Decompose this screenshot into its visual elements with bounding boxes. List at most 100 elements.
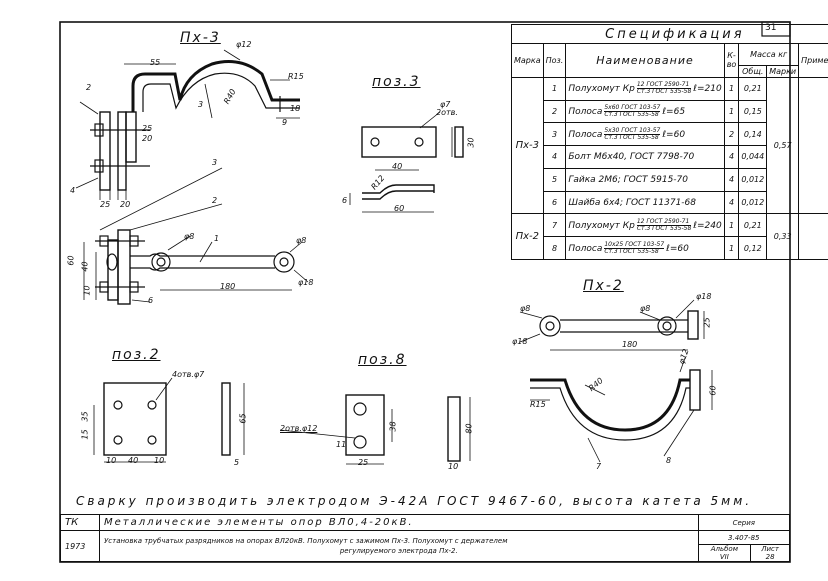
spec-qty: 4 [723, 167, 740, 192]
spec-pos: 8 [542, 236, 567, 260]
spec-name-sub-top: 12 ГОСТ 2590-71 [636, 81, 692, 90]
spec-name-length: ℓ=60 [666, 243, 689, 254]
dim-px2-phi18b: φ18 [696, 292, 712, 301]
spec-pos: 7 [542, 213, 567, 238]
dim-pos8-38: 38 [388, 421, 398, 432]
spec-mass: 0,21 [738, 76, 768, 101]
dim-px3-25b: 25 [100, 200, 111, 209]
callout-px3-2b: 2 [212, 196, 218, 205]
dim-pos8-25: 25 [358, 458, 369, 467]
spec-name-length: ℓ=65 [662, 106, 686, 117]
spec-header-mass-total: Общ. [738, 65, 768, 78]
tb-org: ТК [60, 514, 100, 531]
dim-pos2-65: 65 [238, 413, 248, 424]
dim-px3-plan-10: 10 [82, 285, 92, 296]
dim-px2-phi8b: φ8 [640, 304, 651, 313]
tb-subtitle-line-2: регулируемого электрода Пх-2. [339, 547, 458, 555]
dim-px2-r15: R15 [530, 400, 546, 409]
spec-name-text: Полоса [568, 129, 603, 140]
callout-px3-6: 6 [148, 296, 154, 305]
spec-name: Болт М6х40, ГОСТ 7798-70 [565, 145, 725, 169]
dim-px2-phi18a: φ18 [512, 337, 528, 346]
spec-name-length: ℓ=240 [693, 220, 722, 231]
spec-name-length: ℓ=60 [662, 129, 686, 140]
spec-name-sub-top: 5х30 ГОСТ 103-57 [604, 126, 661, 135]
spec-pos: 2 [542, 99, 567, 124]
tb-sheet-value: 28 [765, 553, 775, 561]
tb-year: 1973 [60, 530, 100, 562]
callout-px3-4: 4 [70, 186, 76, 195]
specification-table: Спецификация Марка Поз. Наименование К-в… [511, 24, 828, 260]
spec-header-mass: Масса кг [738, 43, 800, 66]
spec-name-text: Шайба 6х4; ГОСТ 11371-68 [568, 197, 697, 208]
dim-pos2-15: 15 [80, 429, 90, 440]
spec-mass: 0,14 [738, 122, 768, 147]
spec-mark: Пх-3 [511, 76, 544, 215]
spec-name-sub-bot: Ст.3 ГОСТ 535-58 [604, 133, 659, 141]
dim-pos2-10a: 10 [106, 456, 117, 465]
view-title-px2: Пх-2 [583, 278, 624, 294]
spec-name-sub-bot: Ст.3 ГОСТ 535-58 [604, 110, 659, 118]
dim-pos3-6: 6 [342, 196, 348, 205]
dim-pos8-holes: 2отв.φ12 [280, 424, 318, 433]
spec-header-mass-mark: Марки [766, 65, 800, 78]
tb-album: Альбом VII [697, 544, 752, 562]
tb-title: Металлические элементы опор ВЛ0,4-20кВ. [99, 514, 699, 531]
callout-px3-1: 1 [214, 234, 220, 243]
spec-name-text: Полухомут Кр [568, 84, 635, 95]
dim-px3-3: 3 [198, 100, 204, 109]
dim-px2-180: 180 [622, 340, 638, 349]
tb-subtitle: Установка трубчатых разрядников на опора… [99, 530, 699, 562]
dim-pos3-phi7: φ7 [440, 100, 451, 109]
pos3-view [349, 111, 464, 213]
spec-qty: 4 [723, 190, 740, 215]
spec-pos: 6 [542, 190, 567, 215]
spec-name-text: Полоса [568, 106, 603, 117]
spec-pos: 3 [542, 122, 567, 147]
spec-name-sub-bot: Ст.3 ГОСТ 535-58 [604, 247, 659, 255]
spec-note [798, 76, 828, 215]
pos8-view [279, 394, 471, 465]
sheet-frame [59, 21, 791, 563]
spec-header-name: Наименование [565, 43, 725, 78]
dim-px3-plan-phi8b: φ8 [296, 236, 307, 245]
spec-name: Шайба 6х4; ГОСТ 11371-68 [565, 190, 725, 215]
spec-pos: 4 [542, 145, 567, 169]
spec-mass-mark: 0,33 [766, 213, 800, 260]
sheet-number: 31 [765, 23, 777, 33]
spec-qty: 4 [723, 145, 740, 169]
spec-qty: 1 [723, 76, 740, 101]
callout-px3-3: 3 [212, 158, 218, 167]
dim-px3-55: 55 [150, 58, 161, 67]
spec-header-mark: Марка [511, 43, 544, 78]
spec-mass: 0,21 [738, 213, 768, 238]
spec-pos: 1 [542, 76, 567, 101]
dim-pos2-10b: 10 [154, 456, 165, 465]
tb-album-label: Альбом [710, 545, 738, 554]
px3-front-view [75, 49, 300, 200]
view-title-pos2: поз.2 [112, 347, 161, 363]
px2-elevation-view [530, 357, 713, 463]
dim-px3-20b: 20 [120, 200, 131, 209]
dim-pos3-30: 30 [466, 137, 476, 148]
dim-px2-60: 60 [708, 385, 718, 396]
dim-px3-plan-180: 180 [220, 282, 236, 291]
spec-qty: 1 [723, 236, 740, 260]
callout-px2-8: 8 [666, 456, 672, 465]
tb-series-value: 3.407-85 [697, 530, 791, 545]
tb-sheet: Лист 28 [750, 544, 790, 562]
